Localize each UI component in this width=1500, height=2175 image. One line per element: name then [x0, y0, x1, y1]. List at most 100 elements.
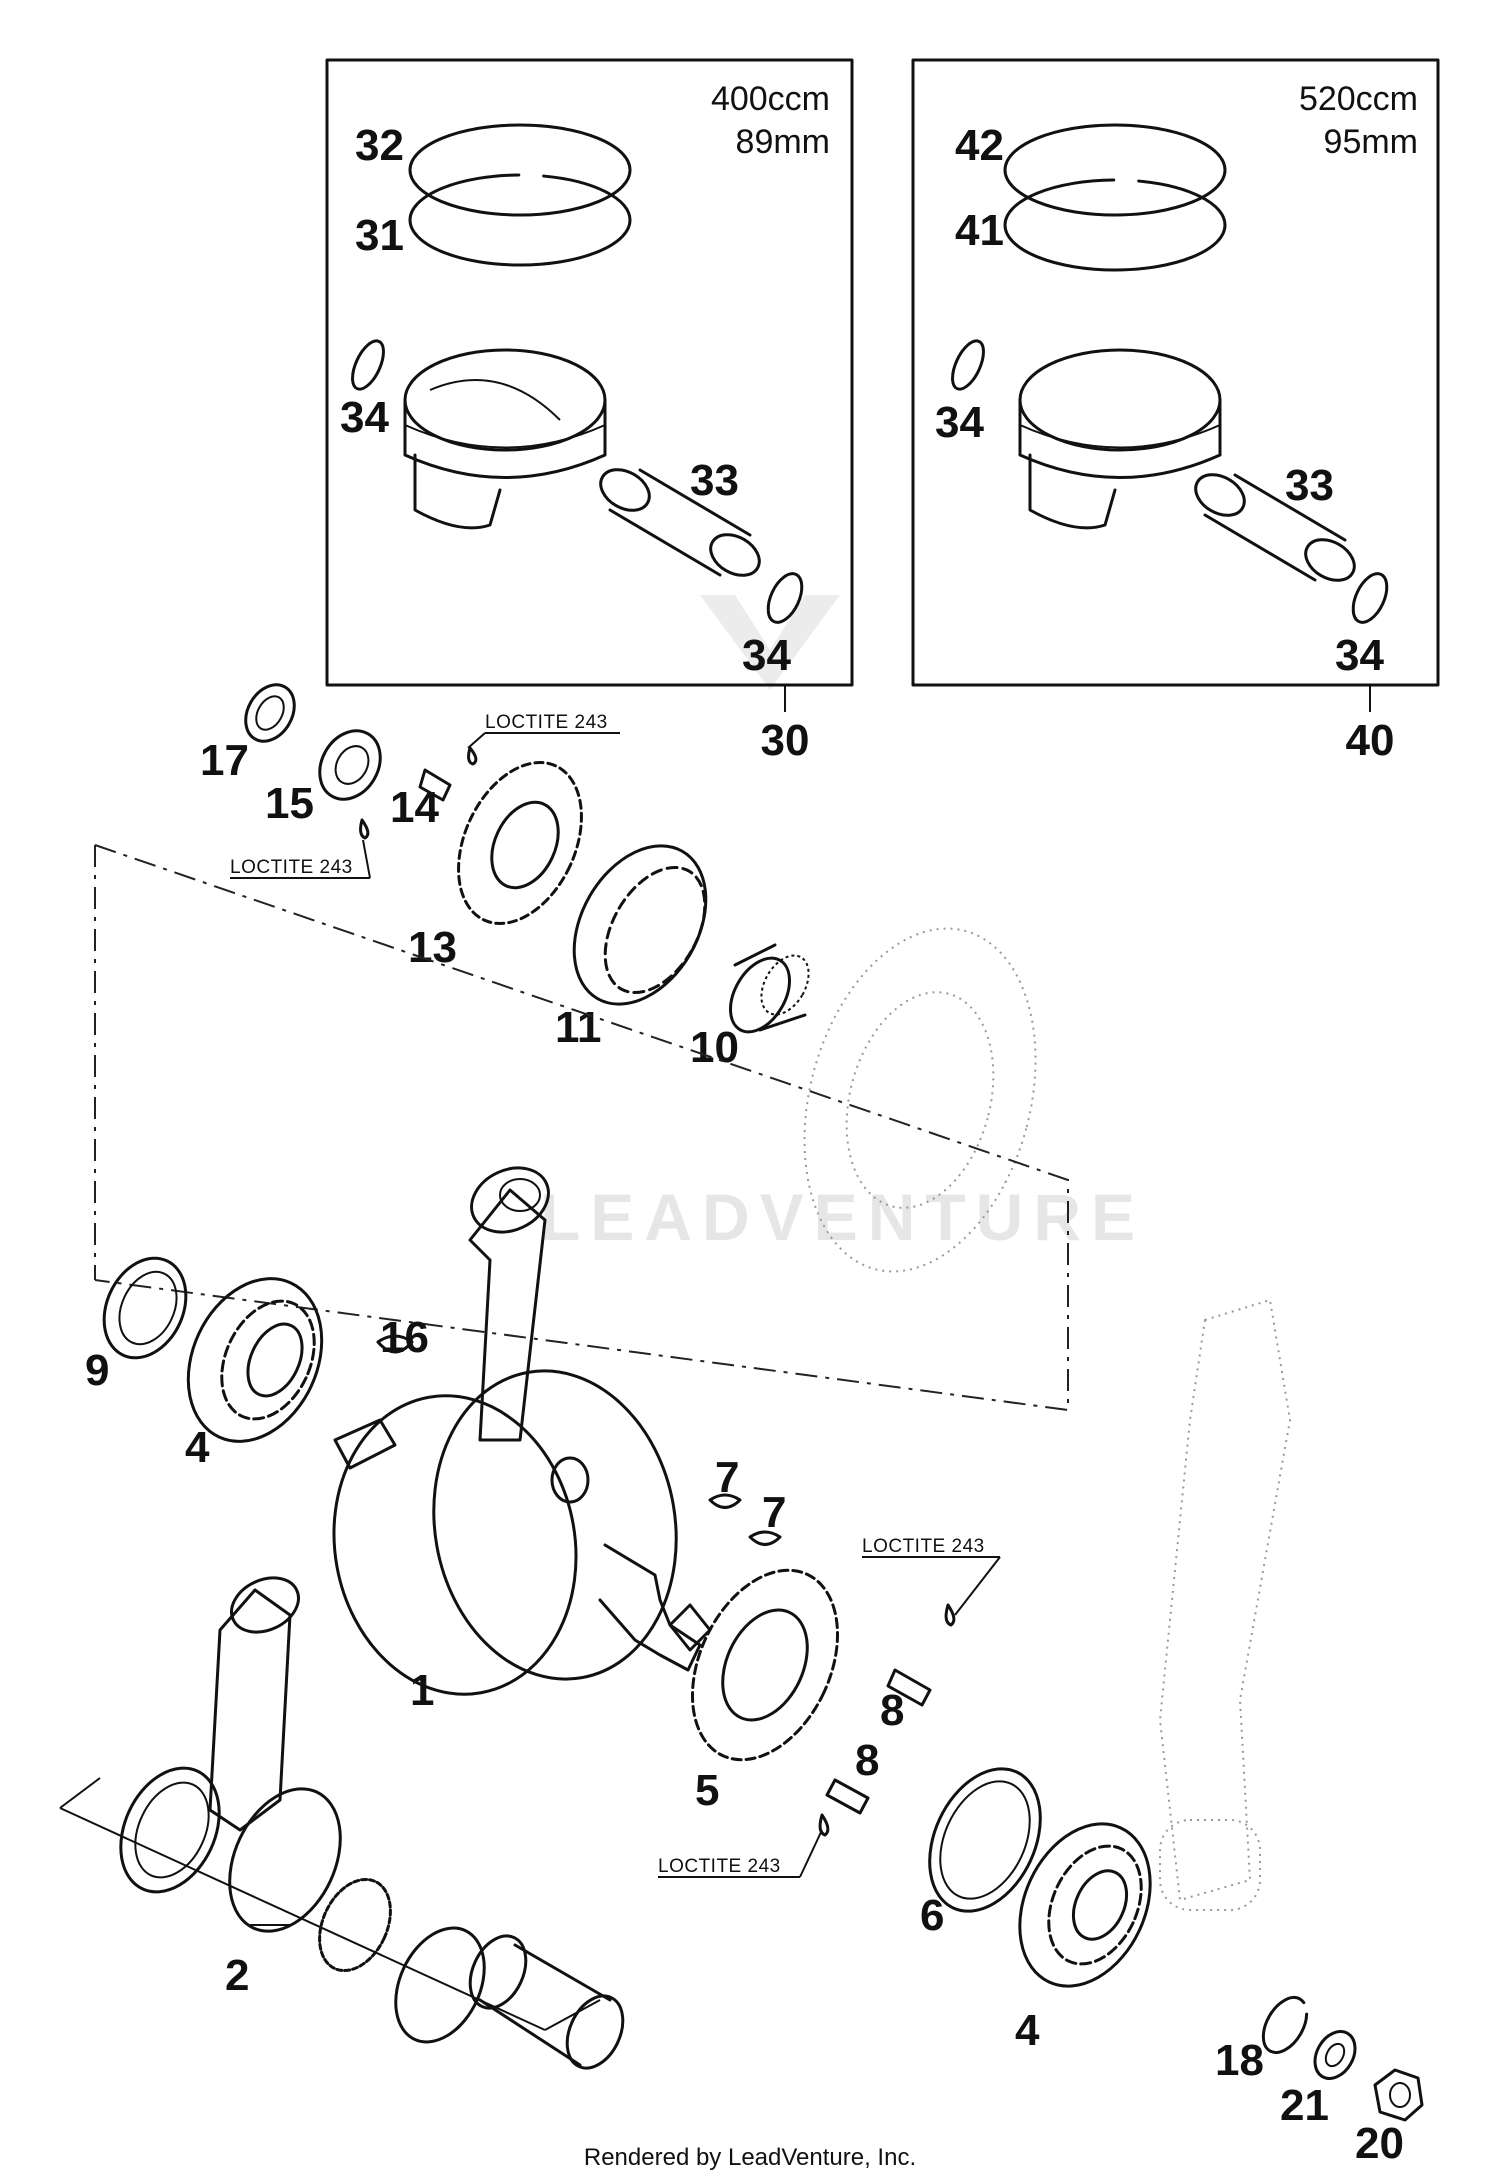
box-40-bore: 95mm: [1324, 123, 1418, 161]
crankshaft: [332, 1166, 712, 1696]
connecting-rod-upper: [468, 1188, 547, 1442]
piston-pin-33: [1194, 473, 1356, 582]
circlip-34-left: [351, 339, 385, 391]
connecting-rod-set-2: [59, 1576, 625, 2070]
callout-34: 34: [742, 631, 791, 680]
circlip-18: [1261, 1996, 1309, 2054]
label-text: LOCTITE 243: [658, 1856, 781, 1877]
callout-4: 4: [1015, 2006, 1040, 2055]
box-30-bore: 89mm: [736, 123, 830, 161]
callout-9: 9: [85, 1346, 109, 1395]
needle-bearing: [318, 1877, 392, 1973]
balancer-drive-group: [244, 683, 810, 1034]
callout-5: 5: [695, 1766, 719, 1815]
nut-20: [1373, 2068, 1424, 2122]
callout-34: 34: [340, 393, 389, 442]
woodruff-key-16: [376, 1334, 414, 1354]
callout-20: 20: [1355, 2119, 1404, 2168]
loctite-label-3: LOCTITE 243: [862, 1536, 1001, 1616]
keys-7: [708, 1493, 782, 1546]
loctite-label-2: LOCTITE 243: [230, 839, 371, 879]
left-bearing-group: [102, 1256, 414, 1443]
callout-1: 1: [410, 1666, 434, 1715]
nut-15: [318, 729, 382, 801]
piston-kit-box-30: 400ccm 89mm 32 31 34 33 34 30: [325, 58, 854, 765]
piston-ring-31: [408, 173, 632, 267]
main-bearing-4: [186, 1277, 324, 1443]
box-30-displacement: 400ccm: [711, 80, 830, 118]
small-end: [470, 1166, 550, 1234]
box-40-displacement: 520ccm: [1299, 80, 1418, 118]
callout-34: 34: [1335, 631, 1384, 680]
piston-ring-32: [408, 123, 632, 217]
callout-21: 21: [1280, 2081, 1329, 2130]
crank-web-left: [332, 1394, 578, 1696]
callout-40: 40: [1346, 716, 1395, 765]
callout-16: 16: [380, 1313, 429, 1362]
piston-pin-33: [599, 468, 761, 577]
needle-bearing-10: [729, 956, 791, 1034]
circlip-34-right: [1351, 572, 1389, 624]
seal-17: [244, 683, 296, 743]
loctite-label-4: LOCTITE 243: [658, 1829, 823, 1878]
shim-6: [928, 1767, 1042, 1913]
gear-5: [690, 1568, 840, 1762]
loctite-drop: [359, 818, 370, 840]
callout-30: 30: [761, 716, 810, 765]
label-text: LOCTITE 243: [230, 857, 353, 878]
thrust-washer: [394, 1926, 486, 2044]
callout-15: 15: [265, 779, 314, 828]
callout-7: 7: [715, 1453, 739, 1502]
piston-ring-41: [1003, 178, 1227, 272]
callout-2: 2: [225, 1951, 249, 2000]
piston-400: [403, 348, 607, 530]
callout-7: 7: [762, 1488, 786, 1537]
loctite-label-1: LOCTITE 243: [467, 712, 620, 749]
footer-credit: Rendered by LeadVenture, Inc.: [584, 2144, 916, 2171]
right-bearing-group: [928, 1767, 1152, 1988]
seal-9: [102, 1256, 188, 1360]
callout-13: 13: [408, 923, 457, 972]
reference-lines: [94, 844, 1069, 1412]
watermark-text: LEADVENTURE: [540, 1180, 1145, 1254]
crank-web-right: [432, 1369, 678, 1681]
bolts-8: [818, 1603, 956, 1837]
gear-13: [457, 761, 583, 925]
loctite-drop: [467, 746, 478, 766]
callout-31: 31: [355, 211, 404, 260]
thrust-washer: [119, 1766, 221, 1894]
callout-33: 33: [690, 456, 739, 505]
callout-32: 32: [355, 121, 404, 170]
crank-pin: [478, 1943, 612, 2067]
connecting-rod: [208, 1588, 292, 1832]
crank-stub-left: [333, 1418, 397, 1470]
piston-ring-42: [1003, 123, 1227, 217]
callout-42: 42: [955, 121, 1004, 170]
watermark: LEADVENTURE: [540, 595, 1145, 1254]
callout-33: 33: [1285, 461, 1334, 510]
circlip-34-left: [951, 339, 985, 391]
callout-41: 41: [955, 206, 1004, 255]
callout-17: 17: [200, 736, 249, 785]
callout-8: 8: [855, 1736, 879, 1785]
main-bearing-4: [1018, 1822, 1152, 1988]
callout-14: 14: [390, 783, 439, 832]
piston-kit-box-40: 520ccm 95mm 42 41 34 33 34 40: [911, 58, 1440, 765]
crank-shaft-right: [598, 1543, 702, 1672]
callout-18: 18: [1215, 2036, 1264, 2085]
callout-4: 4: [185, 1423, 210, 1472]
callout-8: 8: [880, 1686, 904, 1735]
callout-34: 34: [935, 398, 984, 447]
big-end-eye: [228, 1787, 342, 1933]
callout-6: 6: [920, 1891, 944, 1940]
crank-hardware: [1261, 1996, 1424, 2122]
washer-21: [1313, 2030, 1357, 2080]
piston-520: [1018, 348, 1222, 530]
ghost-parts: [803, 927, 1292, 1911]
circlip-34-right: [766, 572, 804, 624]
bolt-14: [418, 768, 452, 802]
label-text: LOCTITE 243: [862, 1536, 985, 1557]
crank-hole: [550, 1456, 590, 1504]
label-text: LOCTITE 243: [485, 712, 608, 733]
